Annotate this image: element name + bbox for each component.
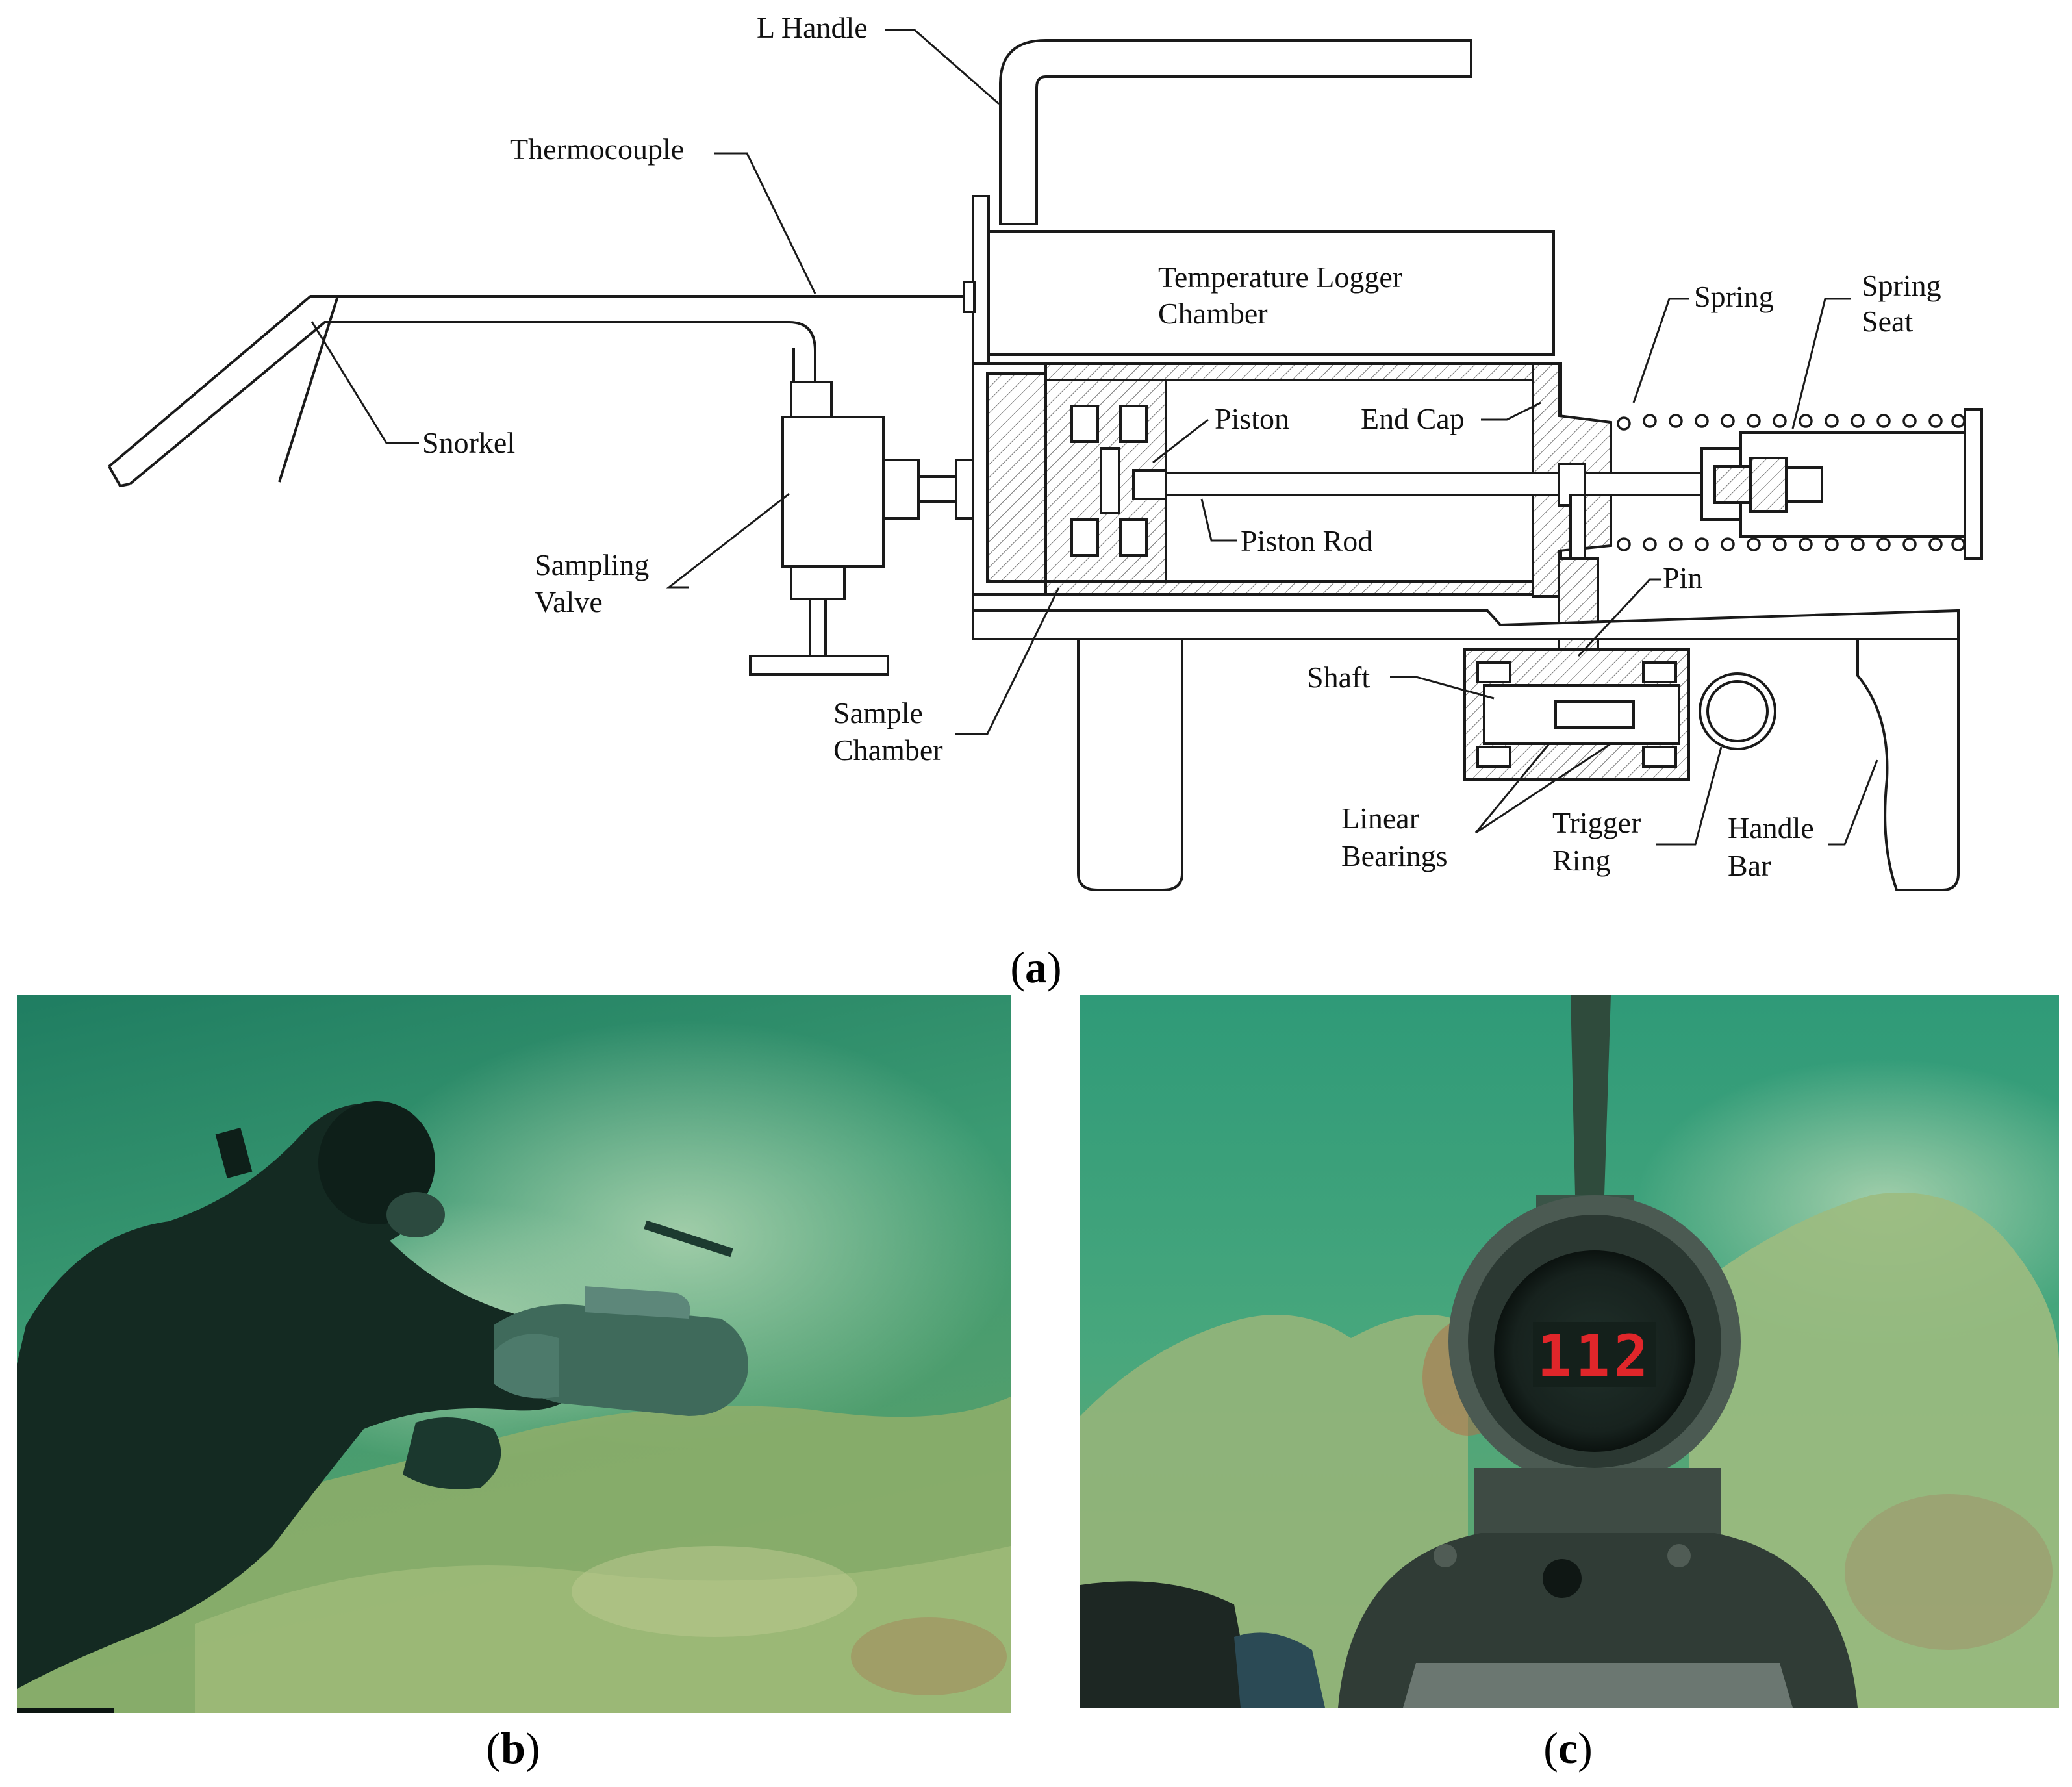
diver <box>17 1101 585 1689</box>
sampler-tool <box>494 1220 748 1416</box>
label-snorkel: Snorkel <box>422 426 515 459</box>
base-rail <box>972 609 1960 640</box>
label-spring: Spring <box>1694 280 1774 313</box>
caption-b: (b) <box>486 1723 540 1773</box>
label-handle-bar-1: Handle <box>1728 811 1814 844</box>
label-end-cap: End Cap <box>1361 402 1465 435</box>
label-pin: Pin <box>1663 561 1702 594</box>
label-temperature-logger-2: Chamber <box>1158 297 1268 330</box>
temperature-logger-chamber <box>987 230 1555 356</box>
trigger-ring <box>1699 672 1776 750</box>
handle-bar <box>1856 638 1960 891</box>
caption-c: (c) <box>1543 1723 1593 1773</box>
shaft-assembly <box>1463 648 1690 781</box>
label-sampling-valve-2: Valve <box>535 585 603 618</box>
label-sample-chamber-2: Chamber <box>833 733 943 767</box>
label-sampling-valve-1: Sampling <box>535 548 649 581</box>
label-l-handle: L Handle <box>757 11 868 44</box>
label-handle-bar-2: Bar <box>1728 849 1771 882</box>
label-piston: Piston <box>1215 402 1289 435</box>
leader-lines <box>310 29 1878 846</box>
spring <box>1617 414 1965 551</box>
panel-c-photo: 112 <box>1080 995 2059 1708</box>
label-thermocouple: Thermocouple <box>510 133 684 166</box>
piston-rod <box>1165 472 1583 496</box>
snorkel <box>108 295 964 488</box>
label-temperature-logger-1: Temperature Logger <box>1158 260 1402 294</box>
label-trigger-ring-2: Ring <box>1552 844 1610 877</box>
thermocouple-fitting <box>963 281 976 313</box>
instrument-mast <box>1571 995 1611 1195</box>
label-linear-bearings-2: Bearings <box>1341 839 1448 872</box>
label-trigger-ring-1: Trigger <box>1552 806 1641 839</box>
label-sample-chamber-1: Sample <box>833 696 923 729</box>
label-shaft: Shaft <box>1307 661 1370 694</box>
front-grip <box>1077 638 1183 891</box>
panel-a-diagram: L Handle Thermocouple Temperature Logger… <box>108 11 1983 891</box>
label-spring-seat-2: Seat <box>1862 305 1913 338</box>
l-handle <box>999 39 1472 225</box>
label-piston-rod: Piston Rod <box>1241 524 1372 557</box>
caption-a: (a) <box>1010 943 1061 992</box>
temperature-readout: 112 <box>1537 1323 1652 1389</box>
label-linear-bearings-1: Linear <box>1341 802 1419 835</box>
spring-seat <box>1700 408 1983 560</box>
label-spring-seat-1: Spring <box>1862 269 1941 302</box>
panel-b-photo <box>17 995 1011 1713</box>
